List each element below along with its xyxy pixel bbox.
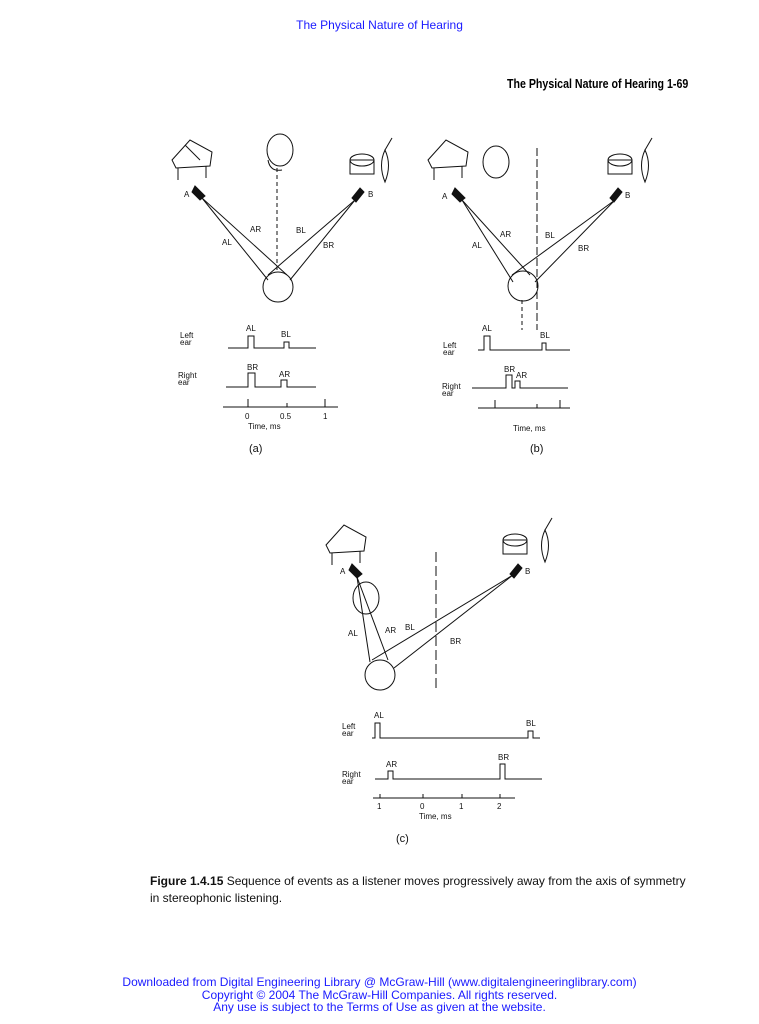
tick-label: 1 — [377, 802, 382, 811]
speaker-a-icon — [348, 563, 363, 579]
panel-a: A B AL AR BL BR Left ear AL BL Right ear… — [171, 133, 393, 455]
left-ear-label: Left — [443, 341, 457, 350]
right-ear-waveform — [226, 372, 316, 388]
pulse-label: BL — [540, 331, 550, 340]
drums-violin-icon — [349, 137, 393, 184]
panel-c: A B AL AR BL BR Left ear AL BL Right ear… — [325, 517, 553, 845]
tick-label: 0 — [245, 412, 250, 421]
speaker-a-icon — [191, 185, 206, 201]
panel-label: (b) — [530, 443, 543, 455]
path-bl — [267, 199, 356, 276]
footer-terms-link[interactable]: Any use is subject to the Terms of Use a… — [213, 1000, 546, 1014]
footer-copyright-link[interactable]: Copyright © 2004 The McGraw-Hill Compani… — [201, 987, 558, 1002]
speaker-b-label: B — [368, 190, 373, 199]
left-ear-waveform — [228, 335, 316, 349]
time-axis — [478, 400, 570, 409]
figure-number: Figure 1.4.15 — [150, 874, 224, 888]
running-head: The Physical Nature of Hearing 1-69 — [506, 77, 688, 91]
right-ear-waveform — [375, 763, 542, 780]
tick-label: 2 — [497, 802, 502, 811]
right-ear-waveform — [472, 374, 568, 389]
singer-icon — [352, 581, 380, 615]
pulse-label: AR — [386, 760, 397, 769]
tick-label: 0 — [420, 802, 425, 811]
right-ear-label: ear — [442, 389, 454, 398]
pulse-label: BR — [247, 363, 258, 372]
pulse-label: AL — [482, 324, 492, 333]
speaker-a-icon — [451, 187, 466, 203]
path-al — [201, 197, 269, 281]
right-ear-label: Right — [442, 382, 461, 391]
left-ear-label: Left — [180, 331, 194, 340]
left-ear-label: Left — [342, 722, 356, 731]
listener-head-icon — [262, 271, 294, 303]
piano-icon — [171, 139, 213, 180]
tick-label: 0.5 — [280, 412, 292, 421]
figure-caption: Figure 1.4.15 Sequence of events as a li… — [150, 873, 695, 907]
label-br: BR — [450, 637, 461, 646]
speaker-b-label: B — [525, 567, 530, 576]
singer-icon — [482, 145, 510, 179]
speaker-b-label: B — [625, 191, 630, 200]
left-ear-waveform — [372, 722, 540, 739]
footer-download-link[interactable]: Downloaded from Digital Engineering Libr… — [122, 975, 637, 989]
label-ar: AR — [250, 225, 261, 234]
time-axis — [223, 399, 338, 408]
pulse-label: AR — [516, 371, 527, 380]
right-ear-label: ear — [342, 777, 354, 786]
panel-label: (a) — [249, 443, 262, 455]
label-bl: BL — [545, 231, 555, 240]
label-ar: AR — [500, 230, 511, 239]
drums-violin-icon — [502, 517, 553, 564]
pulse-label: BL — [281, 330, 291, 339]
figure-1-4-15: A B AL AR BL BR Left ear AL BL Right ear… — [171, 133, 653, 845]
label-br: BR — [578, 244, 589, 253]
piano-icon — [427, 139, 469, 180]
axis-label: Time, ms — [419, 812, 452, 821]
right-ear-label: Right — [178, 371, 197, 380]
right-ear-label: Right — [342, 770, 361, 779]
drums-violin-icon — [607, 137, 653, 184]
speaker-a-label: A — [184, 190, 190, 199]
right-ear-label: ear — [178, 378, 190, 387]
pulse-label: BR — [504, 365, 515, 374]
listener-head-icon — [507, 270, 539, 302]
label-bl: BL — [405, 623, 415, 632]
top-title-link[interactable]: The Physical Nature of Hearing — [296, 18, 463, 32]
time-axis — [373, 794, 515, 799]
label-al: AL — [222, 238, 232, 247]
pulse-label: AR — [279, 370, 290, 379]
label-al: AL — [348, 629, 358, 638]
label-br: BR — [323, 241, 334, 250]
label-bl: BL — [296, 226, 306, 235]
caption-text: Sequence of events as a listener moves p… — [150, 874, 686, 905]
pulse-label: BR — [498, 753, 509, 762]
speaker-b-icon — [509, 563, 523, 579]
pulse-label: AL — [374, 711, 384, 720]
piano-icon — [325, 524, 367, 565]
panel-label: (c) — [396, 833, 409, 845]
left-ear-label: ear — [180, 338, 192, 347]
axis-label: Time, ms — [248, 422, 281, 431]
pulse-label: AL — [246, 324, 256, 333]
singer-icon — [266, 133, 294, 171]
tick-label: 1 — [323, 412, 328, 421]
left-ear-label: ear — [342, 729, 354, 738]
left-ear-label: ear — [443, 348, 455, 357]
path-ar — [201, 197, 288, 276]
axis-label: Time, ms — [513, 424, 546, 433]
label-ar: AR — [385, 626, 396, 635]
left-ear-waveform — [478, 335, 570, 351]
listener-head-icon — [364, 659, 396, 691]
label-al: AL — [472, 241, 482, 250]
pulse-label: BL — [526, 719, 536, 728]
speaker-a-label: A — [442, 192, 448, 201]
speaker-b-icon — [609, 187, 623, 203]
speaker-b-icon — [351, 187, 365, 203]
panel-b: A B AL AR BL BR Left ear AL BL Right ear… — [427, 137, 653, 455]
footer: Downloaded from Digital Engineering Libr… — [0, 976, 759, 1014]
path-br — [289, 199, 356, 281]
tick-label: 1 — [459, 802, 464, 811]
speaker-a-label: A — [340, 567, 346, 576]
